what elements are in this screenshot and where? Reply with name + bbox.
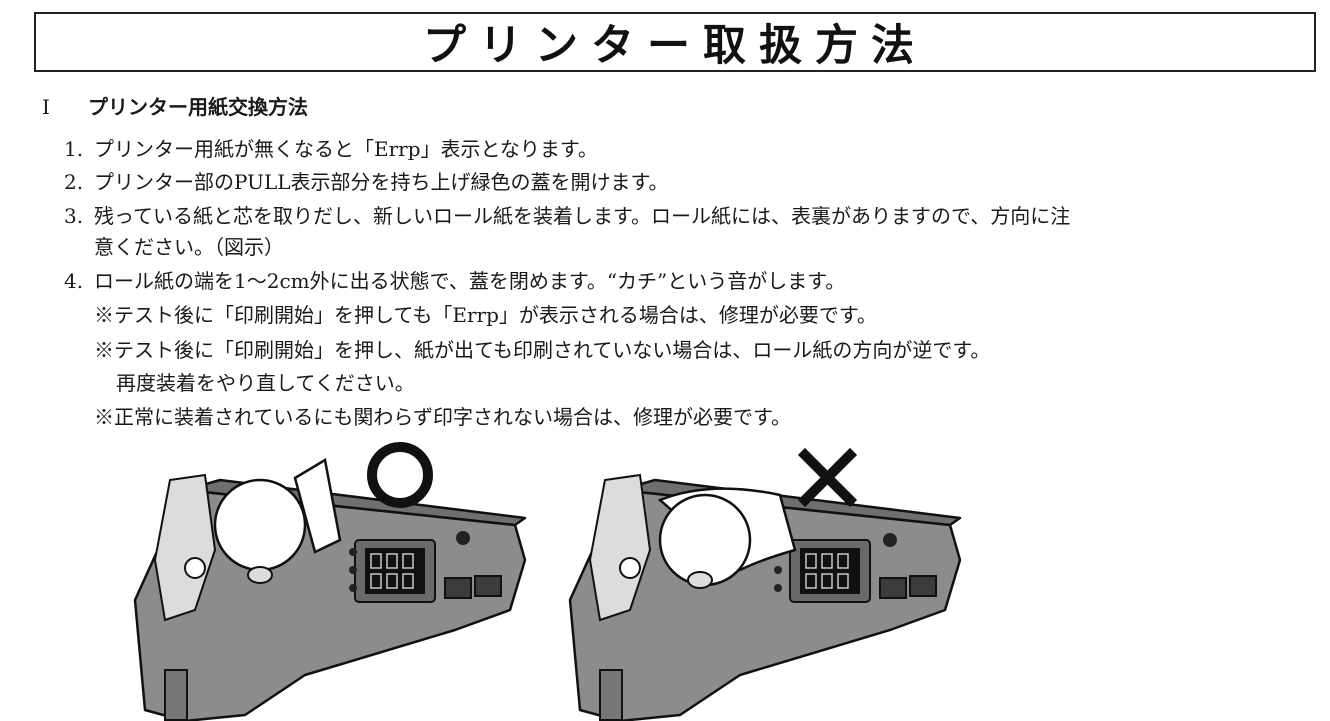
page-title-box: プリンター取扱方法 [34, 12, 1316, 72]
section-number: I [42, 95, 50, 119]
section-heading: I プリンター用紙交換方法 [42, 91, 308, 120]
step-1: 1. プリンター用紙が無くなると「Errp」表示となります。 [64, 136, 598, 162]
printer-figure-correct [133, 442, 527, 721]
step-text: ロール紙の端を1〜2cm外に出る状態で、蓋を閉めます。“カチ”という音がします。 [94, 269, 846, 293]
step-text: 意ください。（図示） [94, 235, 284, 259]
printer-figure-incorrect [568, 447, 962, 721]
step-number: 1. [64, 137, 84, 161]
step-4: 4. ロール紙の端を1〜2cm外に出る状態で、蓋を閉めます。“カチ”という音がしま… [64, 268, 845, 294]
step-number: 3. [64, 204, 84, 228]
section-title: プリンター用紙交換方法 [88, 95, 308, 119]
step-2: 2. プリンター部のPULL表示部分を持ち上げ緑色の蓋を開けます。 [64, 169, 669, 195]
note-2-continued: 再度装着をやり直してください。 [116, 371, 415, 395]
step-number: 4. [64, 269, 84, 293]
step-3-continued: 意ください。（図示） [94, 234, 284, 260]
note-1: ※テスト後に「印刷開始」を押しても「Errp」が表示される場合は、修理が必要です… [94, 303, 877, 327]
step-3: 3. 残っている紙と芯を取りだし、新しいロール紙を装着します。ロール紙には、表裏が… [64, 203, 1070, 229]
note-3: ※正常に装着されているにも関わらず印字されない場合は、修理が必要です。 [94, 405, 791, 429]
page-title: プリンター取扱方法 [423, 21, 927, 71]
step-text: プリンター用紙が無くなると「Errp」表示となります。 [94, 137, 598, 161]
note-2: ※テスト後に「印刷開始」を押し、紙が出ても印刷されていない場合は、ロール紙の方向… [94, 338, 991, 362]
step-number: 2. [64, 170, 84, 194]
step-text: 残っている紙と芯を取りだし、新しいロール紙を装着します。ロール紙には、表裏があり… [94, 204, 1071, 228]
step-text: プリンター部のPULL表示部分を持ち上げ緑色の蓋を開けます。 [94, 170, 669, 194]
